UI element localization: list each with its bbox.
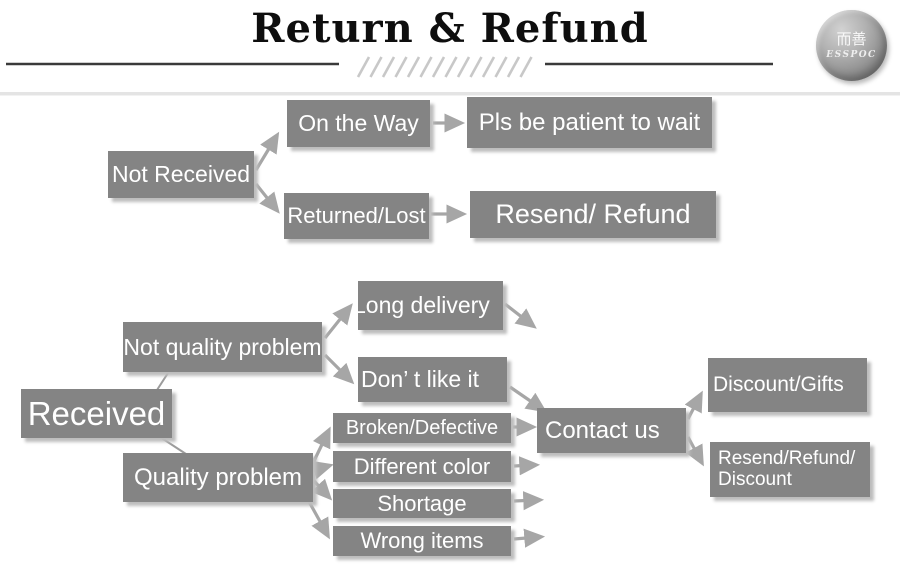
node-resend-refund: Resend/ Refund (470, 191, 716, 238)
node-label: Resend/ Refund (495, 199, 691, 229)
node-resend-refund-discount: Resend/Refund/ Discount (710, 442, 870, 497)
node-broken-defective: Broken/Defective (333, 413, 511, 443)
node-label: Long delivery (358, 292, 490, 318)
page-title: Return & Refund (251, 5, 649, 52)
plain-connectors (156, 372, 187, 455)
node-label: Quality problem (133, 463, 303, 491)
node-different-color: Different color (333, 451, 511, 482)
node-label: Shortage (377, 490, 467, 516)
node-label: Wrong items (360, 528, 484, 553)
header-band (0, 92, 900, 96)
node-not-received: Not Received (108, 151, 254, 198)
flow-arrows (254, 113, 704, 548)
node-pls-be-patient: Pls be patient to wait (467, 97, 712, 148)
node-label: Returned/Lost (287, 203, 426, 228)
node-not-quality-problem: Not quality problem (123, 322, 322, 372)
node-shortage: Shortage (333, 489, 511, 518)
node-contact-us: Contact us (537, 408, 686, 453)
logo-cn-text: 而善 (836, 29, 867, 48)
node-label: On the Way (298, 110, 419, 136)
node-wrong-items: Wrong items (333, 526, 511, 556)
node-label: Don’ t like it (361, 366, 480, 392)
node-label: Broken/Defective (345, 416, 499, 439)
node-label-line2: Discount (718, 468, 792, 490)
hatch-decoration (356, 56, 533, 78)
node-label-line1: Resend/Refund/ (718, 447, 856, 469)
node-label: Contact us (545, 416, 660, 444)
node-label: Not quality problem (123, 333, 322, 360)
node-returned-lost: Returned/Lost (284, 193, 429, 239)
esspoc-logo: 而善 ESSPOC (816, 10, 887, 81)
node-discount-gifts: Discount/Gifts (708, 358, 867, 412)
node-label: Pls be patient to wait (478, 108, 701, 136)
node-quality-problem: Quality problem (123, 453, 313, 502)
node-label: Discount/Gifts (713, 373, 844, 396)
node-on-the-way: On the Way (287, 100, 430, 147)
node-long-delivery: Long delivery (358, 281, 503, 330)
node-received: Received (21, 389, 172, 438)
node-label: Different color (353, 453, 491, 479)
node-dont-like-it: Don’ t like it (358, 357, 507, 402)
node-label: Received (27, 394, 166, 432)
logo-en-text: ESSPOC (826, 50, 877, 61)
node-label: Not Received (111, 161, 251, 187)
